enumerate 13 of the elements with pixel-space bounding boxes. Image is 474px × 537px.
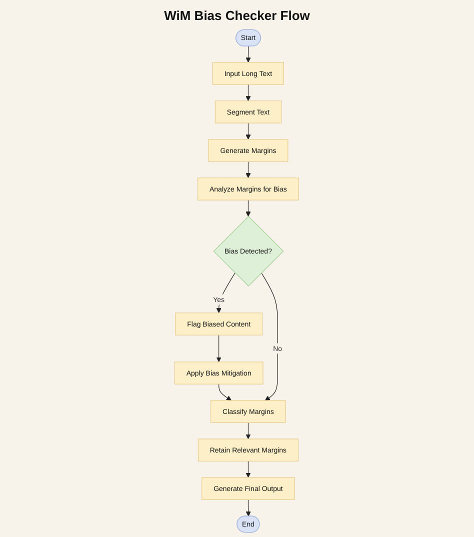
arrow [261, 272, 278, 401]
arrow [246, 122, 252, 140]
arrow [246, 422, 252, 440]
arrow [218, 384, 232, 401]
arrow [246, 499, 252, 516]
arrow [246, 46, 252, 63]
arrow [246, 460, 252, 478]
arrow [246, 84, 252, 102]
arrow [246, 161, 252, 178]
arrow [246, 200, 252, 217]
arrow [216, 334, 222, 362]
arrow [216, 272, 236, 314]
diagram-title: WiM Bias Checker Flow [164, 8, 310, 23]
